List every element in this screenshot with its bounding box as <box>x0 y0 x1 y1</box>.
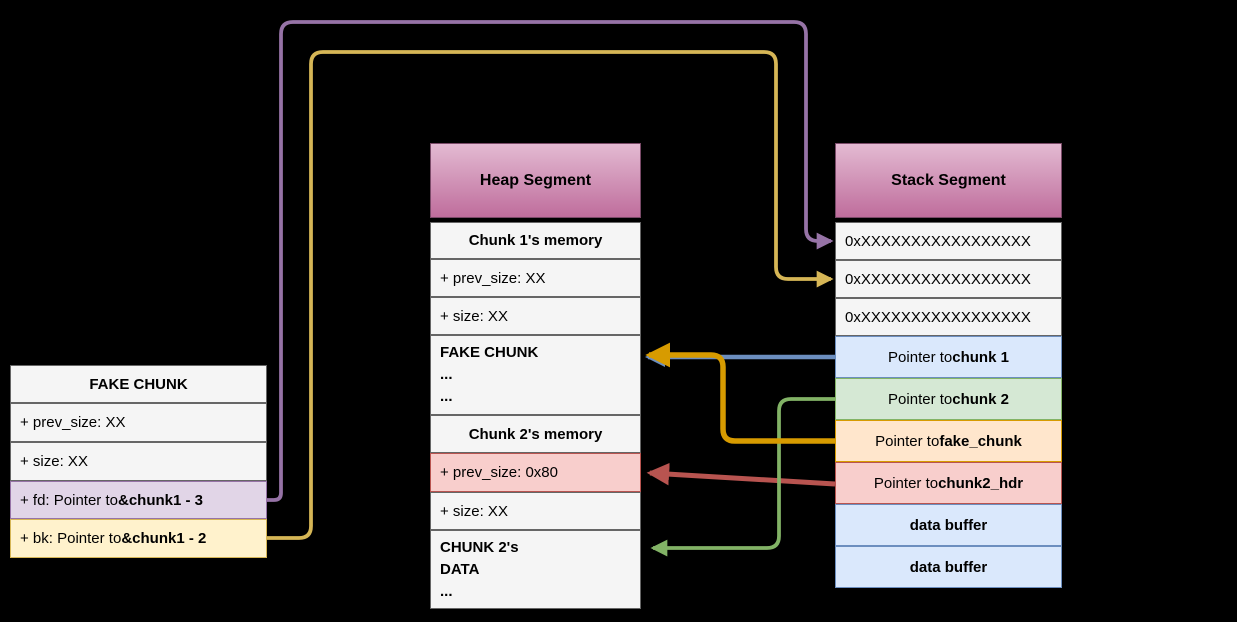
pointer-to-chunk2-hdr-row: Pointer to chunk2_hdr <box>835 462 1062 504</box>
heap-segment-header: Heap Segment <box>430 143 641 218</box>
fake-chunk-prev-size-row: + prev_size: XX <box>10 403 267 442</box>
fake-chunk-table: FAKE CHUNK+ prev_size: XX+ size: XX+ fd:… <box>10 365 267 558</box>
chunk2-prev-size-row: + prev_size: 0x80 <box>430 453 641 492</box>
fake-chunk-pointer-arrow <box>645 342 835 444</box>
chunk2-pointer-arrow <box>650 397 835 557</box>
data-buffer-row-1: data buffer <box>835 504 1062 546</box>
chunk2-size-row: + size: XX <box>430 492 641 530</box>
fake-chunk-size-row: + size: XX <box>10 442 267 481</box>
stack-address-row-3: 0xXXXXXXXXXXXXXXXXX <box>835 298 1062 336</box>
pointer-to-chunk2-row: Pointer to chunk 2 <box>835 378 1062 420</box>
stack-segment-header: Stack Segment <box>835 143 1062 218</box>
heap-fake-chunk-row: FAKE CHUNK...... <box>430 335 641 415</box>
fake-chunk-fd-row: + fd: Pointer to &chunk1 - 3 <box>10 481 267 519</box>
data-buffer-row-2: data buffer <box>835 546 1062 588</box>
stack-address-row-1: 0xXXXXXXXXXXXXXXXXX <box>835 222 1062 260</box>
fake-chunk-bk-row: + bk: Pointer to &chunk1 - 2 <box>10 519 267 558</box>
stack-address-row-2: 0xXXXXXXXXXXXXXXXXX <box>835 260 1062 298</box>
chunk2-memory-row: Chunk 2's memory <box>430 415 641 453</box>
chunk1-memory-row: Chunk 1's memory <box>430 222 641 259</box>
chunk1-prev-size-row: + prev_size: XX <box>430 259 641 297</box>
chunk1-size-row: + size: XX <box>430 297 641 335</box>
pointer-to-fake-chunk-row: Pointer to fake_chunk <box>835 420 1062 462</box>
chunk2-hdr-pointer-arrow <box>646 462 836 487</box>
pointer-to-chunk1-row: Pointer to chunk 1 <box>835 336 1062 378</box>
fake-chunk-title-row: FAKE CHUNK <box>10 365 267 403</box>
